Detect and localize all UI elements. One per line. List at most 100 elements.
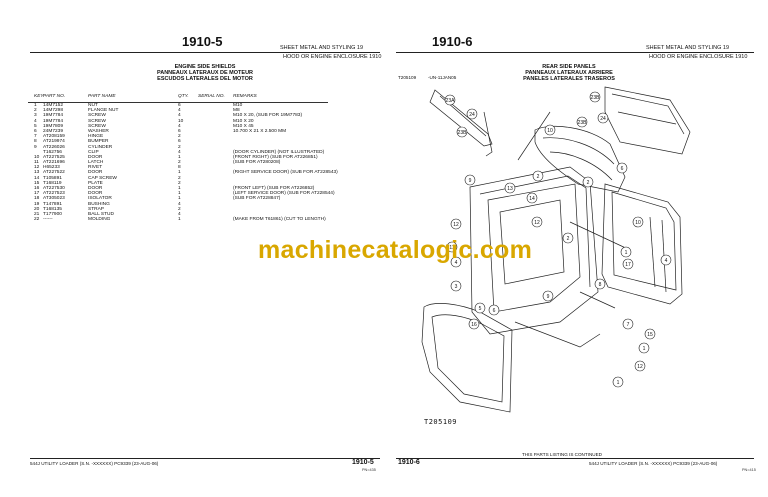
cell-remarks: 10.700 X 21 X 2.500 MM <box>233 128 287 134</box>
cell-qty: 2 <box>178 180 181 186</box>
callout-circle <box>562 232 574 244</box>
section-title-es: ESCUDOS LATERALES DEL MOTOR <box>157 76 253 82</box>
cell-part: ------ <box>43 217 53 223</box>
cell-name: CAP SCREW <box>88 175 117 181</box>
right-footer-text: 544J UTILITY LOADER (S.N. -XXXXXX) PC933… <box>589 461 718 466</box>
section-title-en: ENGINE SIDE SHIELDS <box>174 64 236 70</box>
left-footer-text: 544J UTILITY LOADER (S.N. -XXXXXX) PC933… <box>30 461 159 466</box>
cell-part: AT227523 <box>43 191 65 197</box>
cell-key: 4 <box>34 118 37 124</box>
callout-circle <box>632 216 644 228</box>
callout-label: 12 <box>534 220 540 226</box>
cell-name: DOOR <box>88 154 103 160</box>
cell-name: MOLDING <box>88 217 111 223</box>
cell-part: AT226026 <box>43 144 65 150</box>
right-header-line1: SHEET METAL AND STYLING 19 <box>646 45 730 51</box>
cell-remarks: (FRONT LEFT) (SUB FOR AT226852) <box>233 186 315 191</box>
left-footer-number: 1910-5 <box>352 459 374 466</box>
callout-circle <box>616 162 628 174</box>
cell-key: 21 <box>34 211 40 217</box>
cell-remarks: (SUB FOR AT280208) <box>233 160 281 166</box>
cell-part: 14M7298 <box>43 108 64 114</box>
cell-part: T168135 <box>43 206 62 212</box>
cell-key: 11 <box>34 160 39 166</box>
cell-name: PLATE <box>88 180 103 186</box>
left-header-rule <box>30 52 380 53</box>
cell-qty: 4 <box>178 123 181 129</box>
callout-circle <box>488 304 500 316</box>
cell-part: AT219974 <box>43 139 65 145</box>
cell-key: 18 <box>34 196 40 202</box>
cell-remarks: M10 X 20, (SUB FOR 19M7783) <box>233 113 303 119</box>
right-side-door <box>601 183 683 305</box>
callout-label: 3 <box>455 284 458 290</box>
callout-label: 6 <box>621 166 624 172</box>
callout-label: 15 <box>647 332 653 338</box>
continued-note: THIS PARTS LISTING IS CONTINUED <box>522 452 602 457</box>
cell-qty: 2 <box>178 160 181 166</box>
callout-label: 5 <box>479 306 482 312</box>
cell-part: H65233 <box>43 165 60 171</box>
callout-label: 1 <box>617 380 620 386</box>
cell-qty: 6 <box>178 128 181 134</box>
col-name: PART NAME <box>88 94 116 99</box>
cell-part: T168119 <box>43 180 62 186</box>
cell-key: 19 <box>34 201 40 207</box>
callout-label: 13 <box>507 186 513 192</box>
callout-label: 10 <box>635 220 641 226</box>
callout-label: 9 <box>547 294 550 300</box>
cell-qty: 4 <box>178 201 181 207</box>
parts-table: KEY PART NO. PART NAME QTY. SERIAL NO. R… <box>28 94 338 223</box>
cell-qty: 2 <box>178 175 181 181</box>
section-title-fr: PANNEAUX LATERAUX DE MOTEUR <box>156 70 254 76</box>
cell-part: AT305023 <box>43 196 65 202</box>
cell-name: SCREW <box>88 118 106 124</box>
cell-qty: 4 <box>178 149 181 155</box>
cell-name: CLIP <box>88 149 99 155</box>
header-rule <box>28 102 328 103</box>
curved-top-panel <box>534 125 626 193</box>
right-page-number: 1910-6 <box>432 34 473 49</box>
lower-left-door <box>421 303 513 413</box>
callout-circle <box>444 94 456 106</box>
cell-key: 15 <box>34 180 40 186</box>
callout-label: 12 <box>453 222 459 228</box>
right-section-title: REAR SIDE PANELS PANNEAUX LATERAUX ARRIE… <box>484 64 654 82</box>
callout-label: 4 <box>455 260 458 266</box>
callout-circle <box>622 318 634 330</box>
cell-name: DOOR <box>88 191 103 197</box>
callout-label: 2 <box>567 236 570 242</box>
cell-key: 10 <box>34 154 40 160</box>
callout-label: 8 <box>599 282 602 288</box>
cell-remarks: (DOOR CYLINDER) (NOT ILLUSTRATED) <box>233 149 325 155</box>
cell-part: 19M7809 <box>43 123 64 129</box>
cell-part: AT227525 <box>43 154 65 160</box>
callout-circle <box>576 116 588 128</box>
cell-key: 20 <box>34 206 40 212</box>
upper-bracket <box>429 89 493 147</box>
cell-qty: 2 <box>178 144 181 150</box>
cell-name: ISOLATOR <box>88 196 112 202</box>
callout-label: 23B <box>591 95 601 101</box>
cell-key: 17 <box>34 191 40 197</box>
left-page-number: 1910-5 <box>182 34 223 49</box>
cell-part: 19M7784 <box>43 118 64 124</box>
callout-circle <box>468 318 480 330</box>
callout-circle <box>450 218 462 230</box>
cell-key: 7 <box>34 134 37 140</box>
callout-label: 1 <box>625 250 628 256</box>
section-title-en: REAR SIDE PANELS <box>542 64 596 70</box>
cell-part: AT227530 <box>43 186 65 191</box>
callout-label: 23B <box>458 130 468 136</box>
cell-key: 14 <box>34 175 40 181</box>
callout-circle <box>544 124 556 136</box>
cell-key: 6 <box>34 128 37 134</box>
